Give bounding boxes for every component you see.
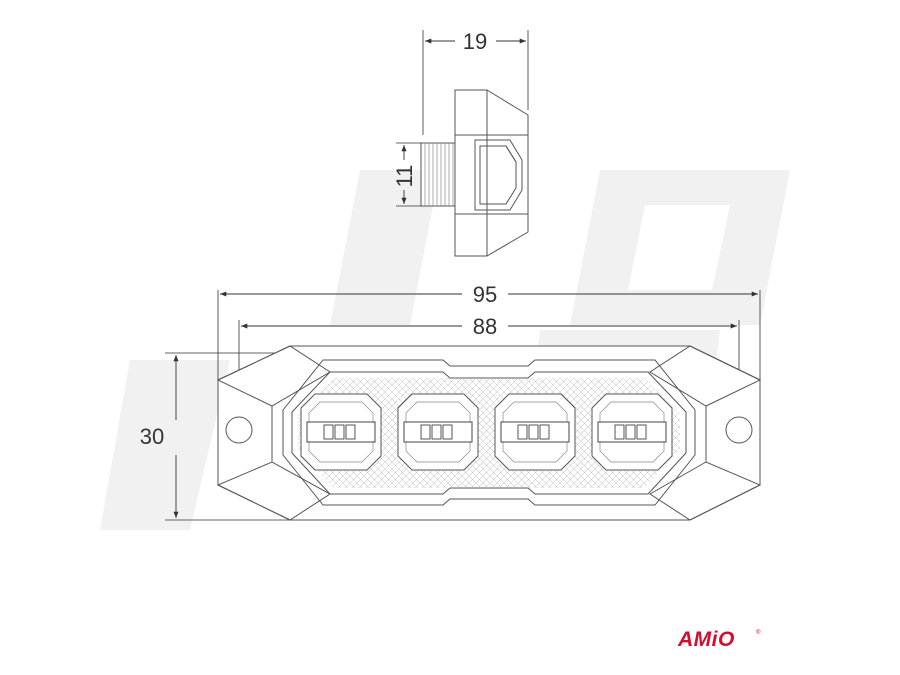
led-module [300,393,382,471]
brand-logo: AMiO ® [677,628,761,651]
led-chip [323,424,334,440]
led-chip [442,424,453,440]
led-module [494,393,576,471]
dimension-height: 30 [140,352,400,521]
led-chip [517,424,528,440]
brand-logo-text: AMiO [677,628,735,651]
side-view [420,89,529,257]
led-module [591,393,673,471]
mounting-hole-left [225,416,253,444]
dimension-total-length: 95 [217,282,761,408]
led-chip [431,424,442,440]
dimension-mount-height-label: 11 [392,165,417,188]
dimension-mount-height: 11 [392,142,421,207]
dimension-depth: 19 [422,29,529,135]
led-chip [539,424,550,440]
dimension-hole-spacing-label: 88 [473,314,497,339]
mounting-hole-right [725,416,753,444]
led-module [397,393,479,471]
led-modules [300,393,673,471]
screw-thread [424,143,454,206]
dimension-depth-label: 19 [463,29,487,54]
dimension-total-length-label: 95 [473,282,497,307]
led-chip [345,424,356,440]
led-chip [528,424,539,440]
led-chip [625,424,636,440]
front-view [216,345,762,521]
brand-registered-mark: ® [756,629,761,636]
dimension-height-label: 30 [140,424,164,449]
dimension-hole-spacing: 88 [238,314,740,430]
led-chip [334,424,345,440]
led-chip [636,424,647,440]
led-chip [614,424,625,440]
led-chip [420,424,431,440]
